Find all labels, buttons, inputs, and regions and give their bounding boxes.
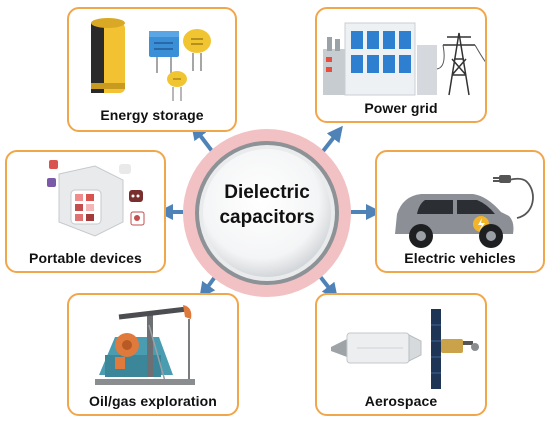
center-title: Dielectric capacitors — [181, 180, 353, 230]
panel-portable-devices: Portable devices — [5, 150, 166, 273]
panel-aerospace: Aerospace — [315, 293, 487, 416]
panel-label-electric-vehicles: Electric vehicles — [404, 250, 516, 266]
center-title-line1: Dielectric — [224, 182, 310, 203]
oil-pumpjack-icon — [95, 305, 195, 385]
panel-label-portable-devices: Portable devices — [29, 250, 142, 266]
panel-label-energy-storage: Energy storage — [100, 107, 204, 123]
panel-label-power-grid: Power grid — [364, 100, 438, 116]
center-hub — [183, 129, 351, 297]
panel-oil-gas: Oil/gas exploration — [67, 293, 239, 416]
panel-label-aerospace: Aerospace — [364, 393, 438, 409]
satellite-icon — [331, 309, 479, 389]
panel-electric-vehicles: Electric vehicles — [375, 150, 545, 273]
panel-energy-storage: Energy storage — [67, 7, 237, 132]
hub-face — [203, 149, 331, 277]
power-plant-icon — [323, 22, 485, 96]
center-title-line2: capacitors — [219, 207, 315, 228]
capacitor-components-icon — [91, 18, 211, 101]
electric-car-icon — [395, 175, 534, 248]
panel-label-oil-gas: Oil/gas exploration — [89, 393, 217, 409]
panel-power-grid: Power grid — [315, 7, 487, 123]
smartwatch-icon — [47, 160, 145, 237]
